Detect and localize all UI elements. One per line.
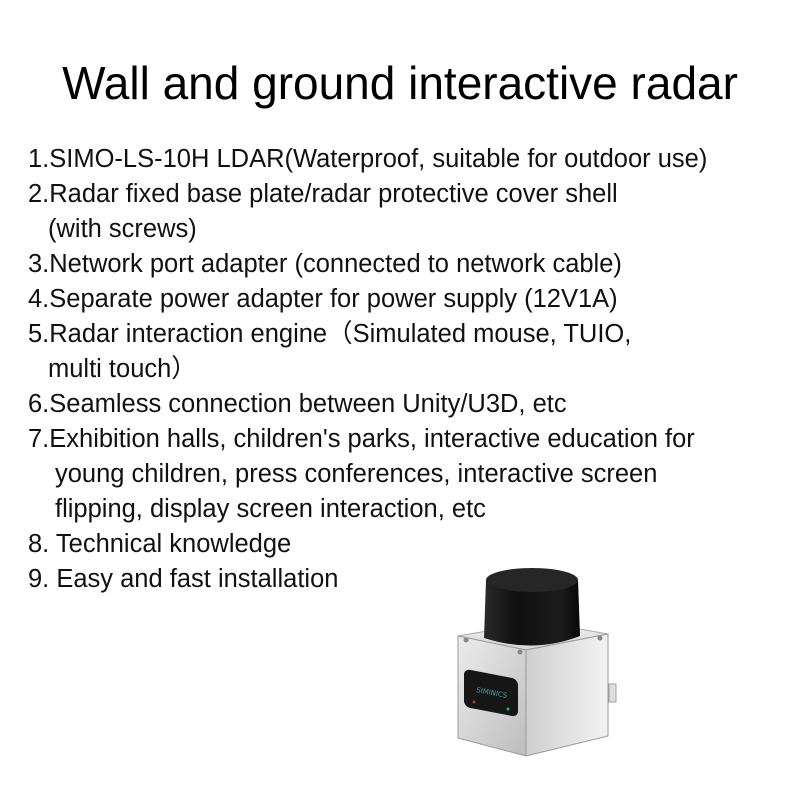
feature-item-5-continuation: multi touch） bbox=[48, 355, 197, 383]
feature-item-7-continuation-2: flipping, display screen interaction, et… bbox=[55, 495, 486, 523]
feature-item-7-continuation-1: young children, press conferences, inter… bbox=[55, 460, 658, 488]
feature-item-2: 2.Radar fixed base plate/radar protectiv… bbox=[28, 180, 618, 208]
feature-list: 1.SIMO-LS-10H LDAR(Waterproof, suitable … bbox=[28, 142, 793, 597]
feature-item-6: 6.Seamless connection between Unity/U3D,… bbox=[28, 390, 567, 418]
lidar-sensor-image: SIMINICS bbox=[440, 560, 620, 760]
feature-item-2-continuation: (with screws) bbox=[48, 215, 197, 243]
lidar-sensor-icon: SIMINICS bbox=[457, 568, 617, 757]
feature-item-3: 3.Network port adapter (connected to net… bbox=[28, 250, 622, 278]
page-title: Wall and ground interactive radar bbox=[62, 57, 738, 109]
feature-item-8: 8. Technical knowledge bbox=[28, 530, 292, 558]
feature-item-9: 9. Easy and fast installation bbox=[28, 565, 339, 593]
feature-item-1: 1.SIMO-LS-10H LDAR(Waterproof, suitable … bbox=[28, 145, 708, 173]
feature-item-7: 7.Exhibition halls, children's parks, in… bbox=[28, 425, 695, 453]
feature-item-4: 4.Separate power adapter for power suppl… bbox=[28, 285, 618, 313]
feature-item-5: 5.Radar interaction engine（Simulated mou… bbox=[28, 320, 632, 348]
